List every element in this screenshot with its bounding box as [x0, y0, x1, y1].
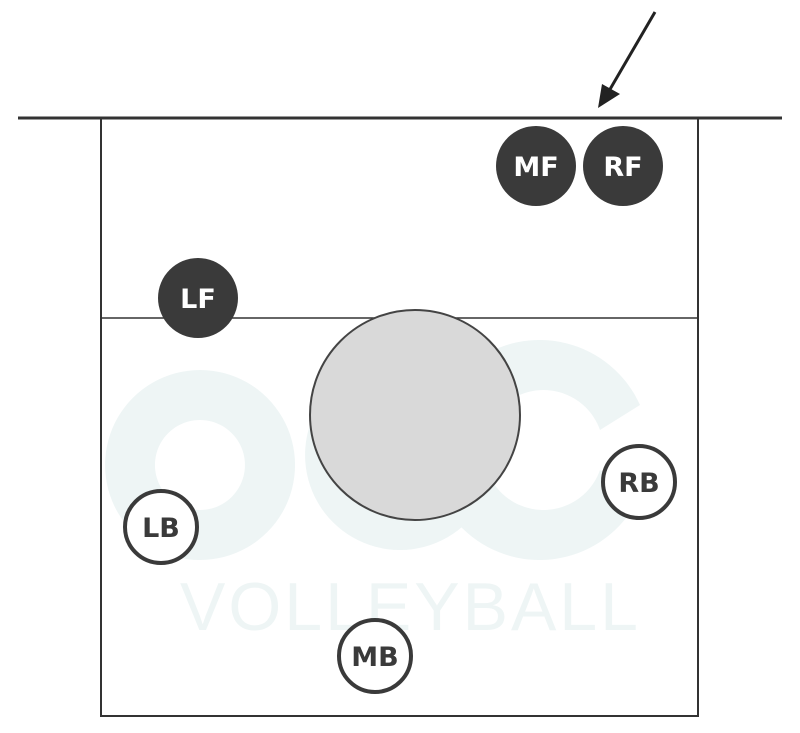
player-mf: MF	[496, 126, 576, 206]
player-mb-label: MB	[351, 642, 398, 673]
player-lf-label: LF	[180, 284, 216, 315]
player-lb: LB	[123, 489, 199, 565]
player-mf-label: MF	[513, 152, 558, 183]
court-boundary	[100, 117, 699, 717]
player-rf-label: RF	[603, 152, 642, 183]
ball	[309, 309, 521, 521]
player-rf: RF	[583, 126, 663, 206]
player-rb: RB	[601, 444, 677, 520]
serve-arrow-icon	[598, 11, 657, 108]
player-rb-label: RB	[618, 468, 659, 499]
player-mb: MB	[337, 618, 413, 694]
watermark-text: VOLLEYBALL	[180, 569, 641, 645]
player-lb-label: LB	[142, 513, 180, 544]
player-lf: LF	[158, 258, 238, 338]
